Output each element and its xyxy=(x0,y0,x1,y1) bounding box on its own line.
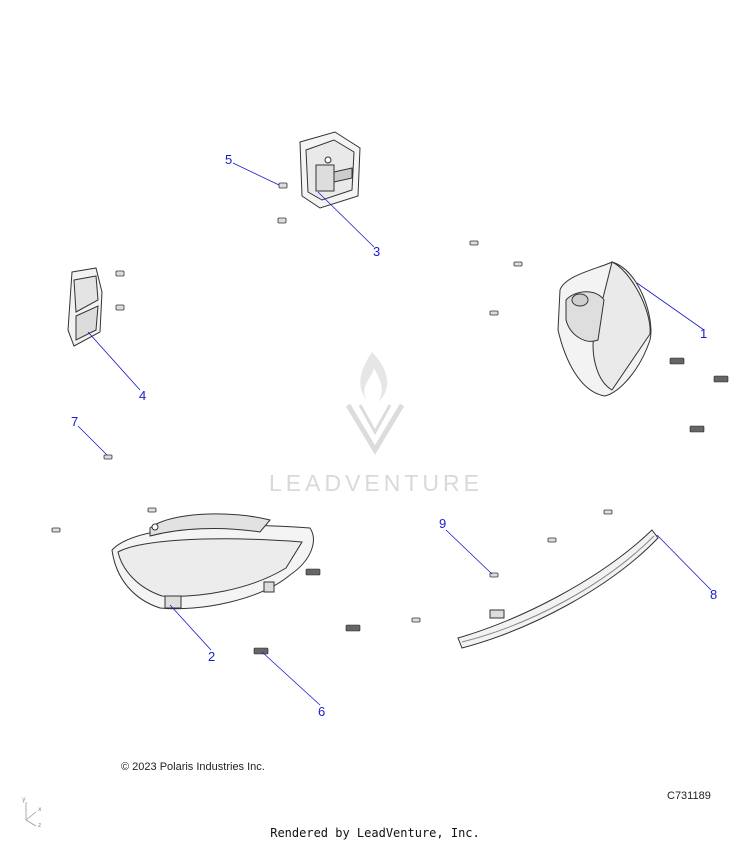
screw-part-7[interactable] xyxy=(103,454,113,460)
headlight-part-2[interactable] xyxy=(111,513,314,610)
axis-indicator-icon xyxy=(25,802,37,827)
rendered-by-footer: Rendered by LeadVenture, Inc. xyxy=(270,826,480,840)
screw-part-4a[interactable] xyxy=(115,270,125,311)
bracket-part-4[interactable] xyxy=(67,267,103,347)
axis-label-z: z xyxy=(38,822,42,829)
screw-part-5[interactable] xyxy=(277,182,288,224)
callout-1[interactable]: 1 xyxy=(700,326,708,341)
flame-v-logo-icon xyxy=(345,352,405,455)
spring-nut-part-1[interactable] xyxy=(669,357,729,433)
headlight-part-1[interactable] xyxy=(557,261,652,397)
callout-7[interactable]: 7 xyxy=(71,414,79,429)
watermark-text: LEADVENTURE xyxy=(269,470,483,496)
bracket-part-3[interactable] xyxy=(299,131,361,209)
screw-part-1[interactable] xyxy=(469,240,523,316)
callout-6[interactable]: 6 xyxy=(318,704,326,719)
callout-5[interactable]: 5 xyxy=(225,152,233,167)
copyright-text: © 2023 Polaris Industries Inc. xyxy=(121,761,265,773)
axis-label-x: x xyxy=(38,806,42,813)
diagram-code: C731189 xyxy=(667,790,711,802)
callout-4[interactable]: 4 xyxy=(139,388,147,403)
spring-nut-part-6[interactable] xyxy=(253,647,269,655)
callout-9[interactable]: 9 xyxy=(439,516,447,531)
axis-label-y: y xyxy=(22,796,26,803)
screw-part-2[interactable] xyxy=(51,507,157,533)
screw-part-8[interactable] xyxy=(411,509,613,623)
callout-2[interactable]: 2 xyxy=(208,649,216,664)
spring-nut-part-2[interactable] xyxy=(305,568,361,632)
callout-8[interactable]: 8 xyxy=(710,587,718,602)
light-strip-part-8[interactable] xyxy=(457,529,659,649)
callout-3[interactable]: 3 xyxy=(373,244,381,259)
leader-lines xyxy=(77,162,712,706)
